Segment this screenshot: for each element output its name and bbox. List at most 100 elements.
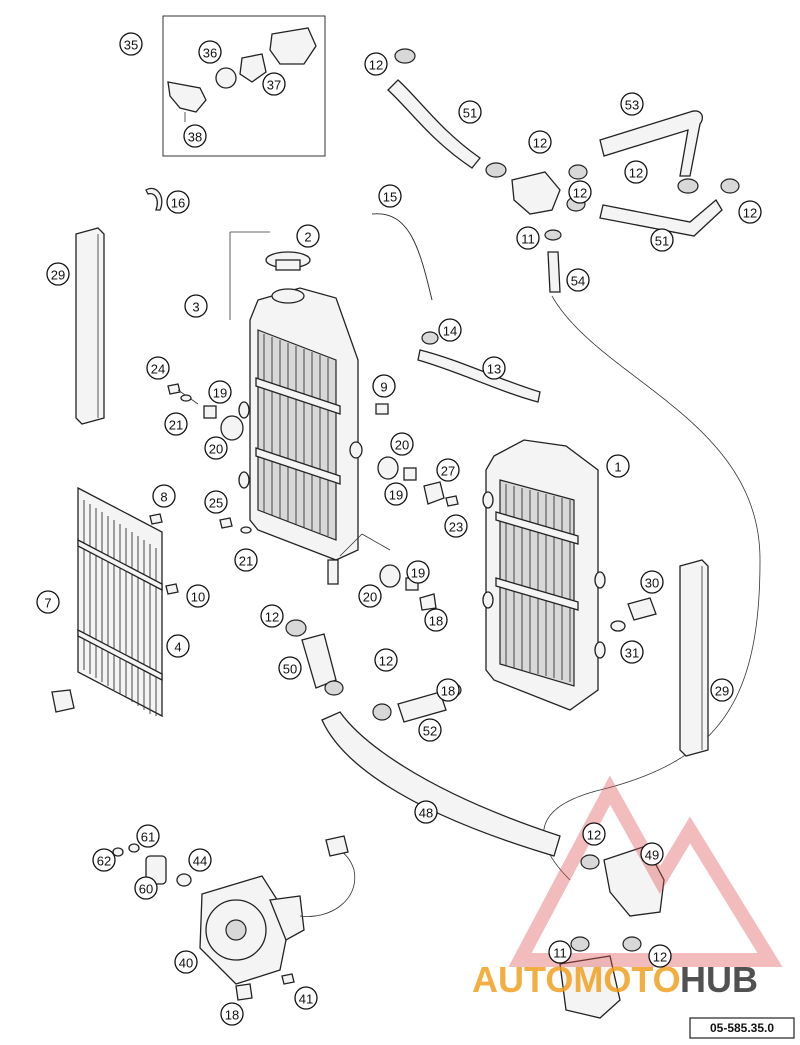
- callout-19: 19: [208, 380, 232, 404]
- callout-circle: [134, 876, 158, 900]
- callout-number: 53: [625, 98, 639, 113]
- callout-number: 20: [209, 442, 223, 457]
- watermark-text-auto: AUTOMOTO: [472, 959, 681, 1000]
- callout-number: 16: [171, 196, 185, 211]
- callout-18: 18: [436, 678, 460, 702]
- callout-12: 12: [624, 160, 648, 184]
- callout-number: 12: [379, 654, 393, 669]
- callout-number: 19: [411, 566, 425, 581]
- callout-29: 29: [710, 678, 734, 702]
- callout-circle: [166, 634, 190, 658]
- callout-50: 50: [278, 656, 302, 680]
- callout-37: 37: [262, 72, 286, 96]
- callout-circle: [184, 294, 208, 318]
- callout-circle: [260, 604, 284, 628]
- callout-number: 30: [645, 576, 659, 591]
- callout-38: 38: [183, 124, 207, 148]
- callout-number: 18: [441, 684, 455, 699]
- callout-circle: [384, 482, 408, 506]
- callout-number: 29: [51, 268, 65, 283]
- callout-circle: [136, 824, 160, 848]
- callout-circle: [620, 640, 644, 664]
- callout-circle: [436, 458, 460, 482]
- clamp-14: [421, 331, 439, 345]
- callout-circle: [482, 356, 506, 380]
- callout-18: 18: [424, 608, 448, 632]
- callout-number: 27: [441, 464, 455, 479]
- callout-52: 52: [418, 718, 442, 742]
- radiator-left: [238, 287, 363, 585]
- callout-20: 20: [358, 584, 382, 608]
- callout-number: 48: [419, 806, 433, 821]
- callout-number: 54: [571, 274, 585, 289]
- callout-circle: [152, 484, 176, 508]
- watermark-text-hub: HUB: [680, 959, 758, 1000]
- callout-circle: [650, 228, 674, 252]
- radiator-grille: [51, 486, 163, 718]
- callout-circle: [444, 514, 468, 538]
- callout-circle: [414, 800, 438, 824]
- mounting-hardware: [149, 383, 459, 611]
- callout-circle: [374, 648, 398, 672]
- callout-number: 37: [267, 78, 281, 93]
- callout-number: 23: [449, 520, 463, 535]
- callout-circle: [568, 180, 592, 204]
- callout-number: 3: [192, 300, 199, 315]
- callout-circle: [262, 72, 286, 96]
- callout-60: 60: [134, 876, 158, 900]
- callout-circle: [174, 950, 198, 974]
- callout-12: 12: [260, 604, 284, 628]
- callout-circle: [372, 374, 396, 398]
- callout-number: 12: [629, 166, 643, 181]
- radiator-cap: [229, 231, 311, 320]
- callout-circle: [278, 656, 302, 680]
- callout-number: 12: [743, 206, 757, 221]
- callout-number: 20: [395, 438, 409, 453]
- callout-circle: [92, 848, 116, 872]
- callout-number: 13: [487, 362, 501, 377]
- callout-12: 12: [568, 180, 592, 204]
- callout-circle: [582, 822, 606, 846]
- callout-24: 24: [146, 356, 170, 380]
- callout-48: 48: [414, 800, 438, 824]
- callout-4: 4: [166, 634, 190, 658]
- callout-40: 40: [174, 950, 198, 974]
- callout-circle: [710, 678, 734, 702]
- callout-circle: [119, 32, 143, 56]
- callout-number: 50: [283, 662, 297, 677]
- reference-code: 05-585.35.0: [710, 1021, 774, 1035]
- callout-21: 21: [164, 412, 188, 436]
- guard-strip-left: [75, 227, 105, 425]
- lower-hoses: [285, 619, 665, 1019]
- callout-circle: [220, 1002, 244, 1026]
- callout-number: 60: [139, 882, 153, 897]
- callout-circle: [548, 940, 572, 964]
- callout-number: 12: [653, 950, 667, 965]
- callout-12: 12: [582, 822, 606, 846]
- callout-number: 31: [625, 646, 639, 661]
- callout-number: 10: [191, 590, 205, 605]
- callout-number: 21: [169, 418, 183, 433]
- callout-circle: [566, 268, 590, 292]
- temp-sensor: [610, 597, 657, 632]
- callout-circle: [640, 570, 664, 594]
- callout-number: 62: [97, 854, 111, 869]
- callout-12: 12: [738, 200, 762, 224]
- callout-circle: [648, 944, 672, 968]
- callout-62: 62: [92, 848, 116, 872]
- callout-circle: [234, 548, 258, 572]
- callout-9: 9: [372, 374, 396, 398]
- callout-number: 11: [553, 946, 567, 961]
- callout-number: 35: [124, 38, 138, 53]
- callout-number: 40: [179, 956, 193, 971]
- callout-7: 7: [36, 590, 60, 614]
- callout-30: 30: [640, 570, 664, 594]
- callout-number: 21: [239, 554, 253, 569]
- callout-12: 12: [374, 648, 398, 672]
- callout-number: 15: [383, 190, 397, 205]
- callout-19: 19: [406, 560, 430, 584]
- clip-16: [145, 187, 163, 211]
- callout-circle: [418, 718, 442, 742]
- callout-circle: [364, 52, 388, 76]
- callout-12: 12: [648, 944, 672, 968]
